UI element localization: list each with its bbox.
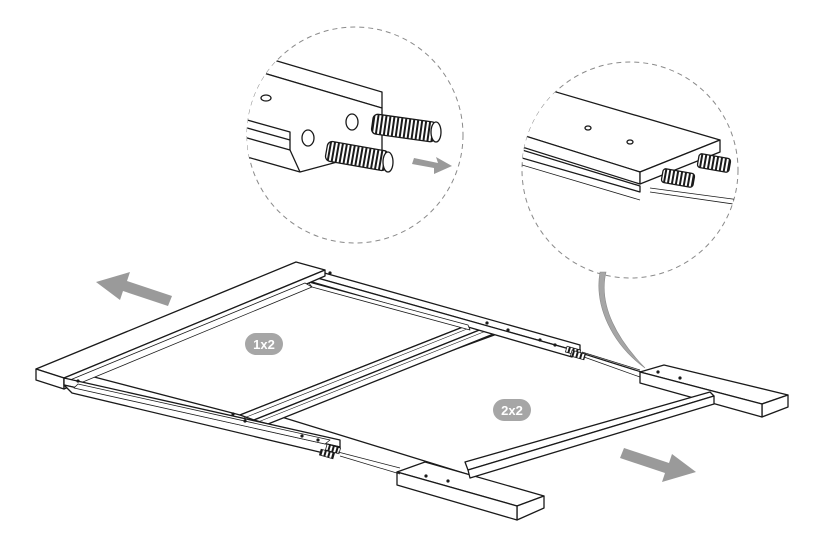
dowel-icon xyxy=(696,153,732,173)
badge-2x2-label: 2x2 xyxy=(501,403,523,418)
guide-lines xyxy=(337,351,641,475)
arrow-left-icon xyxy=(96,272,172,306)
screw-holes xyxy=(76,271,682,483)
dowel-icon xyxy=(324,140,394,173)
callout-pointer xyxy=(598,271,646,369)
direction-arrows xyxy=(96,272,696,482)
main-frame xyxy=(35,261,789,521)
callout-arrow-left-icon xyxy=(412,157,452,174)
dowel-icon xyxy=(370,113,442,143)
dowel-icon xyxy=(660,168,696,188)
badge-1x2-label: 1x2 xyxy=(253,337,275,352)
badge-1x2: 1x2 xyxy=(245,333,283,355)
badge-2x2: 2x2 xyxy=(493,399,531,421)
detail-callout-left xyxy=(246,26,464,244)
detail-callout-right xyxy=(521,61,739,279)
arrow-right-icon xyxy=(620,448,696,482)
frame-dowels xyxy=(318,345,587,460)
